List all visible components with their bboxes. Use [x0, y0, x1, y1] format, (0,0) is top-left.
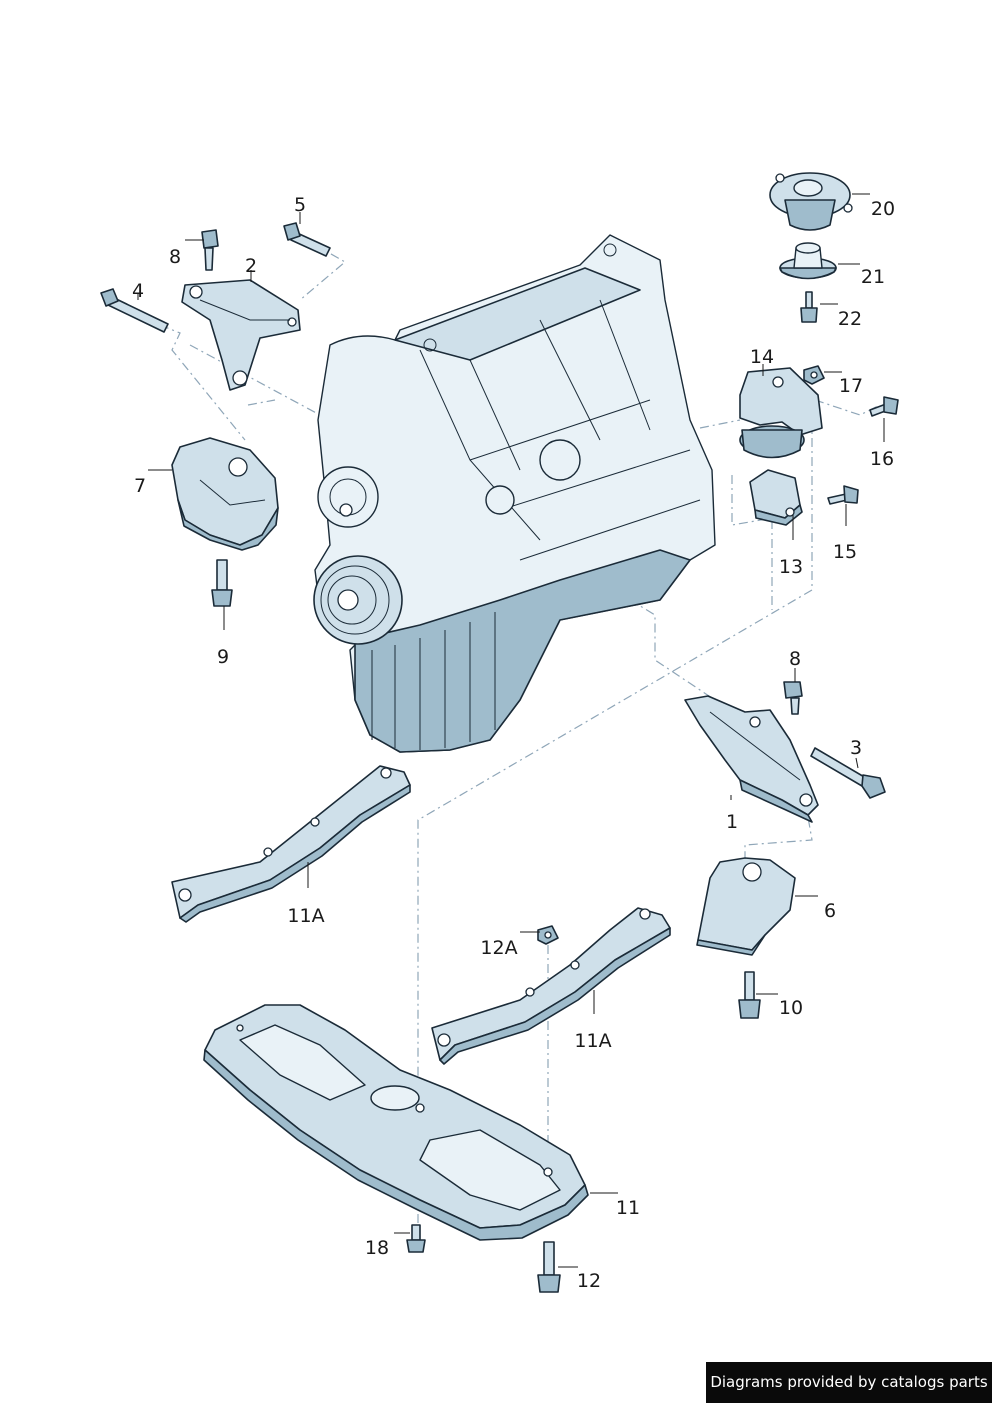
callout-13: 13 [779, 556, 803, 578]
engine-mount-left [171, 437, 279, 551]
callout-3: 3 [850, 737, 862, 759]
callout-11a-left: 11A [287, 905, 324, 927]
callout-16: 16 [870, 448, 894, 470]
callout-6: 6 [824, 900, 836, 922]
bolt-16 [869, 396, 899, 417]
callout-11: 11 [616, 1197, 640, 1219]
bolt-5 [283, 222, 331, 257]
bolt-8-upper [201, 229, 219, 271]
bolt-18 [406, 1224, 426, 1253]
crossmember-11 [203, 1004, 589, 1241]
nut-12a [537, 925, 559, 945]
bolt-4 [100, 288, 169, 333]
bolt-10 [738, 971, 761, 1019]
mount-14 [739, 367, 823, 459]
right-engine-bracket [684, 695, 819, 823]
callout-9: 9 [217, 646, 229, 668]
callout-8-lower: 8 [789, 648, 801, 670]
bolt-22 [800, 291, 818, 323]
callout-8-upper: 8 [169, 246, 181, 268]
callout-5: 5 [294, 194, 306, 216]
credit-banner: Diagrams provided by catalogs parts [706, 1362, 992, 1403]
callout-21: 21 [861, 266, 885, 288]
callout-20: 20 [871, 198, 895, 220]
callout-12: 12 [577, 1270, 601, 1292]
callout-22: 22 [838, 308, 862, 330]
callout-11a-right: 11A [574, 1030, 611, 1052]
callout-15: 15 [833, 541, 857, 563]
bolt-9 [211, 559, 233, 607]
bolt-3 [810, 747, 886, 799]
mount-cap-20 [769, 172, 853, 231]
bolt-12 [537, 1241, 561, 1293]
callout-7: 7 [134, 475, 146, 497]
engine-block [313, 234, 716, 753]
support-rail-11a-left [171, 765, 411, 923]
mount-bushing-21 [779, 242, 837, 280]
callout-12a: 12A [480, 937, 517, 959]
callout-2: 2 [245, 255, 257, 277]
engine-mount-right [696, 857, 796, 956]
callout-10: 10 [779, 997, 803, 1019]
nut-17 [803, 365, 825, 385]
pad-13 [749, 469, 803, 526]
callout-1: 1 [726, 811, 738, 833]
support-rail-11a-right [431, 907, 671, 1065]
left-engine-bracket [181, 279, 301, 391]
callout-labels: 1 2 3 4 5 6 7 8 8 9 10 11 11A 11A 12 12A… [132, 194, 895, 1292]
bolt-8-lower [783, 681, 803, 715]
callout-18: 18 [365, 1237, 389, 1259]
callout-14: 14 [750, 346, 774, 368]
bolt-15 [827, 485, 859, 505]
callout-17: 17 [839, 375, 863, 397]
callout-4: 4 [132, 280, 144, 302]
leader-lines [137, 193, 885, 1268]
